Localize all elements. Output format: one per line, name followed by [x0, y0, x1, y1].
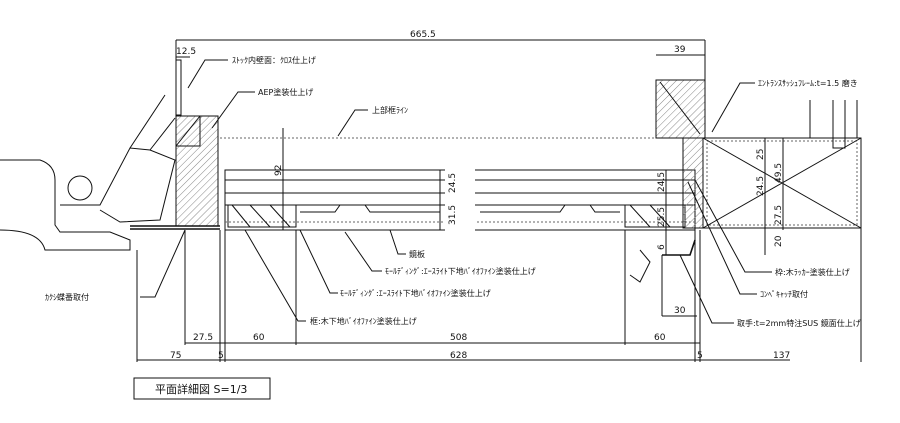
- dim-24-5c: 24.5: [756, 176, 766, 196]
- label-molding-2: ﾓｰﾙﾃﾞｨﾝｸﾞ:ｴｰｽﾗｲﾄ下地ﾊﾞｲｵﾌｧｲﾝ塗装仕上げ: [340, 288, 491, 298]
- dim-137: 137: [773, 351, 790, 361]
- dim-31-5: 31.5: [448, 205, 458, 225]
- leader-lines: [140, 59, 772, 324]
- dim-27-5: 27.5: [193, 333, 213, 343]
- label-hinge: ｶｸｼ蝶番取付: [45, 292, 89, 302]
- dimension-lines: [136, 39, 862, 362]
- label-top-frame-line: 上部框ﾗｲﾝ: [372, 105, 408, 115]
- label-molding-1: ﾓｰﾙﾃﾞｨﾝｸﾞ:ｴｰｽﾗｲﾄ下地ﾊﾞｲｵﾌｧｲﾝ塗装仕上げ: [385, 266, 536, 276]
- label-catch: ｺﾝﾍﾟｷｬｯﾁ取付: [760, 289, 808, 299]
- dim-27-5-right: 27.5: [774, 205, 784, 225]
- dim-60-left: 60: [253, 333, 265, 343]
- dim-508: 508: [450, 333, 467, 343]
- dim-39: 39: [674, 45, 686, 55]
- dim-60-right: 60: [654, 333, 666, 343]
- label-frame: 枠:木ﾗｯｶｰ塗装仕上げ: [775, 267, 850, 277]
- label-panel: 鏡板: [409, 249, 425, 259]
- dim-25: 25: [756, 149, 766, 160]
- dim-24-5a: 24.5: [448, 173, 458, 193]
- dim-92: 92: [274, 165, 284, 176]
- dim-75: 75: [170, 351, 181, 361]
- swing-arrow-icon: [629, 249, 651, 283]
- dim-25-5: 25.5: [657, 207, 667, 227]
- drawing-title: 平面詳細図 S=1/3: [155, 382, 247, 396]
- label-stock-wall: ｽﾄｯｸ内壁面：ｸﾛｽ仕上げ: [232, 55, 316, 65]
- label-sash-frame: ｴﾝﾄﾗﾝｽｻｯｼｭﾌﾚｰﾑ:t=1.5 磨き: [758, 78, 858, 88]
- right-frame-section: [629, 79, 862, 283]
- dim-6: 6: [657, 244, 667, 250]
- dim-5-right: 5: [697, 351, 703, 361]
- label-handle: 取手:t=2mm特注SUS 鏡面仕上げ: [737, 318, 861, 328]
- label-stile: 框:木下地ﾊﾞｲｵﾌｧｲﾝ塗装仕上げ: [310, 316, 417, 326]
- dim-30: 30: [674, 306, 686, 316]
- title-box: [133, 377, 271, 400]
- door-leaf: [224, 165, 696, 235]
- label-aep: AEP塗装仕上げ: [258, 87, 313, 97]
- dim-24-5b: 24.5: [657, 172, 667, 192]
- dim-628: 628: [450, 351, 467, 361]
- dim-5-left: 5: [218, 351, 224, 361]
- dim-12-5: 12.5: [176, 47, 196, 57]
- dim-overall: 665.5: [410, 30, 436, 40]
- dim-49-5: 49.5: [774, 163, 784, 183]
- dim-20: 20: [774, 235, 784, 247]
- left-wall-section: [0, 59, 220, 251]
